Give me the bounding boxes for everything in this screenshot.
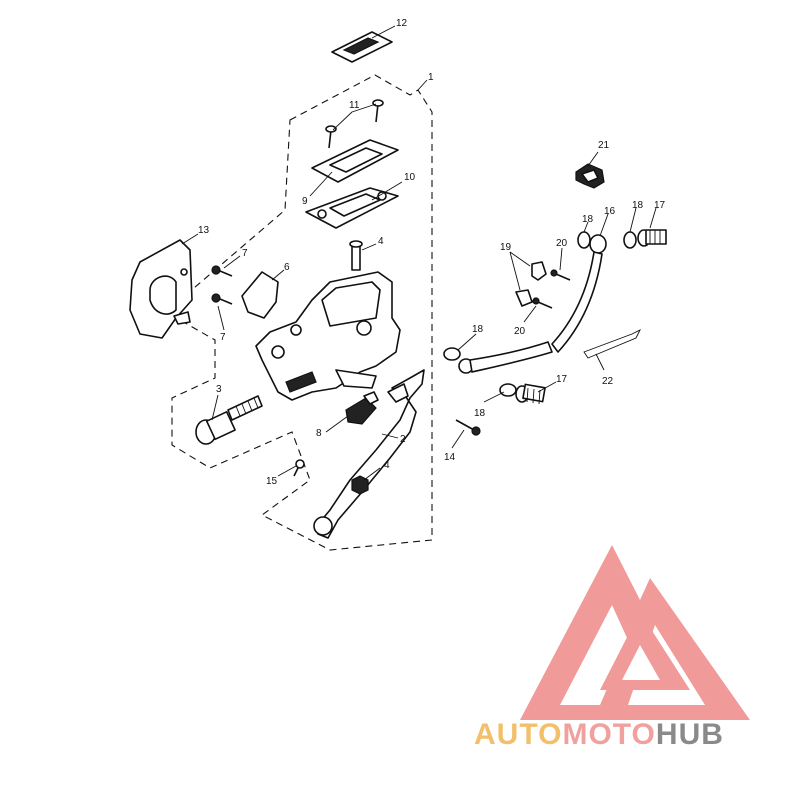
callout-13: 13	[198, 225, 210, 236]
callout-2: 2	[400, 434, 406, 445]
part-10-gasket	[305, 187, 399, 229]
callout-14: 14	[444, 452, 456, 463]
part-13-housing	[129, 239, 193, 339]
part-22-wire-clip	[583, 328, 642, 359]
watermark-hub: HUB	[655, 718, 724, 751]
leader-lines	[181, 25, 657, 481]
callout-6: 6	[284, 262, 290, 273]
callout-21: 21	[598, 140, 610, 151]
callout-19: 19	[500, 242, 512, 253]
callout-1: 1	[428, 72, 434, 83]
callout-4-upper: 4	[378, 236, 384, 247]
callout-17-a: 17	[654, 200, 666, 211]
part-7-screws	[211, 265, 233, 305]
part-8-switch	[345, 391, 379, 425]
part-11-screws	[325, 99, 384, 149]
part-18-washer-b	[623, 231, 637, 249]
callout-17-b: 17	[556, 374, 568, 385]
part-4-pivot-pin	[349, 240, 363, 271]
watermark-moto: MOTO	[562, 718, 656, 751]
part-12-cap-diaphragm	[331, 31, 393, 63]
part-lower-hose	[458, 341, 553, 374]
callout-4-lower: 4	[384, 460, 390, 471]
callout-7-upper: 7	[242, 248, 248, 259]
part-6-clamp	[241, 271, 279, 319]
callout-11: 11	[349, 100, 360, 111]
callout-20-b: 20	[514, 326, 526, 337]
watermark-text: AUTOMOTOHUB	[474, 718, 724, 752]
callout-7-lower: 7	[220, 332, 226, 343]
callout-18-d: 18	[474, 408, 486, 419]
watermark-auto: AUTO	[474, 718, 563, 751]
callout-labels: 12 1 11 9 10 4 7 6 7 13 3 8 2 4 15 21 16…	[198, 18, 666, 487]
callout-18-a: 18	[582, 214, 594, 225]
part-15-screw	[293, 459, 305, 477]
callout-3: 3	[216, 384, 222, 395]
part-17-bolt-a	[637, 229, 667, 247]
callout-18-b: 18	[632, 200, 644, 211]
callout-16: 16	[604, 206, 616, 217]
part-18-washer-d	[499, 383, 517, 397]
part-19-clips	[515, 261, 547, 307]
callout-12: 12	[396, 18, 408, 29]
part-17-bolt-b	[515, 383, 546, 405]
callout-18-c: 18	[472, 324, 484, 335]
callout-8: 8	[316, 428, 322, 439]
part-9-cover	[311, 139, 399, 183]
part-16-upper-hose	[551, 234, 607, 353]
callout-20-a: 20	[556, 238, 568, 249]
part-18-washer-c	[443, 347, 461, 361]
callout-22: 22	[602, 376, 614, 387]
part-20-screws	[532, 269, 571, 309]
part-18-washer-a	[577, 231, 591, 249]
part-14-screw	[455, 419, 481, 436]
part-3-banjo-bolt	[195, 395, 263, 445]
callout-9: 9	[302, 196, 308, 207]
master-cylinder-body	[255, 271, 401, 401]
watermark-logo	[520, 545, 750, 720]
callout-10: 10	[404, 172, 416, 183]
part-21-clip	[575, 163, 605, 189]
part-2-lever	[313, 369, 425, 539]
part-4-nut	[351, 475, 369, 495]
callout-15: 15	[266, 476, 278, 487]
